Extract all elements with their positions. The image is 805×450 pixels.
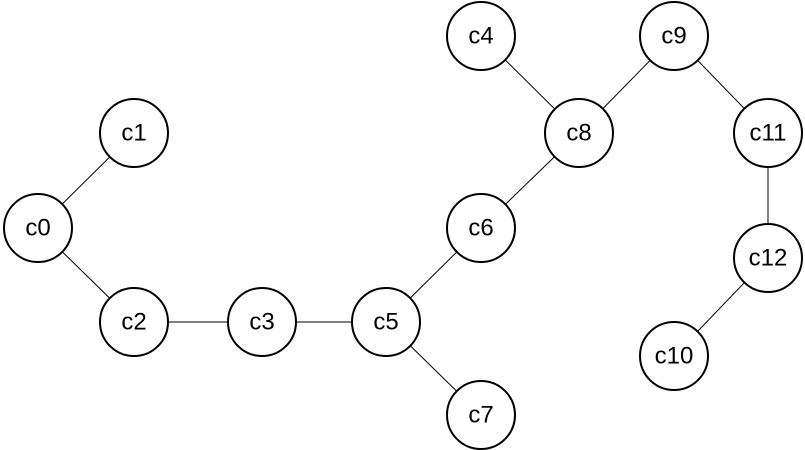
- node-c1: c1: [99, 98, 169, 168]
- node-label-c10: c10: [655, 343, 694, 370]
- node-circle-c0: [3, 193, 73, 263]
- node-label-c1: c1: [121, 120, 146, 147]
- node-label-c9: c9: [661, 23, 686, 50]
- node-label-c5: c5: [373, 309, 398, 336]
- node-c4: c4: [446, 1, 516, 71]
- node-circle-c8: [544, 98, 614, 168]
- node-circle-c4: [446, 1, 516, 71]
- node-c3: c3: [227, 287, 297, 357]
- node-c10: c10: [639, 321, 709, 391]
- node-c8: c8: [544, 98, 614, 168]
- node-label-c0: c0: [25, 215, 50, 242]
- node-label-c3: c3: [249, 309, 274, 336]
- node-label-c6: c6: [468, 215, 493, 242]
- node-circle-c7: [446, 380, 516, 450]
- node-c5: c5: [351, 287, 421, 357]
- node-c12: c12: [733, 223, 803, 293]
- node-circle-c5: [351, 287, 421, 357]
- node-c0: c0: [3, 193, 73, 263]
- node-label-c7: c7: [468, 402, 493, 429]
- node-circle-c3: [227, 287, 297, 357]
- node-label-c11: c11: [750, 120, 787, 147]
- node-circle-c9: [639, 1, 709, 71]
- node-c6: c6: [446, 193, 516, 263]
- node-circle-c6: [446, 193, 516, 263]
- node-label-c2: c2: [121, 309, 146, 336]
- node-label-c8: c8: [566, 120, 591, 147]
- node-c2: c2: [99, 287, 169, 357]
- node-c9: c9: [639, 1, 709, 71]
- node-label-c4: c4: [468, 23, 493, 50]
- node-circle-c10: [639, 321, 709, 391]
- node-c7: c7: [446, 380, 516, 450]
- node-circle-c12: [733, 223, 803, 293]
- nodes-layer: c0 c1 c2 c3 c4 c5 c6 c7 c8 c9 c10 c11 c12: [3, 1, 803, 450]
- node-circle-c2: [99, 287, 169, 357]
- node-label-c12: c12: [749, 245, 788, 272]
- node-c11: c11: [733, 98, 803, 168]
- node-circle-c11: [733, 98, 803, 168]
- node-circle-c1: [99, 98, 169, 168]
